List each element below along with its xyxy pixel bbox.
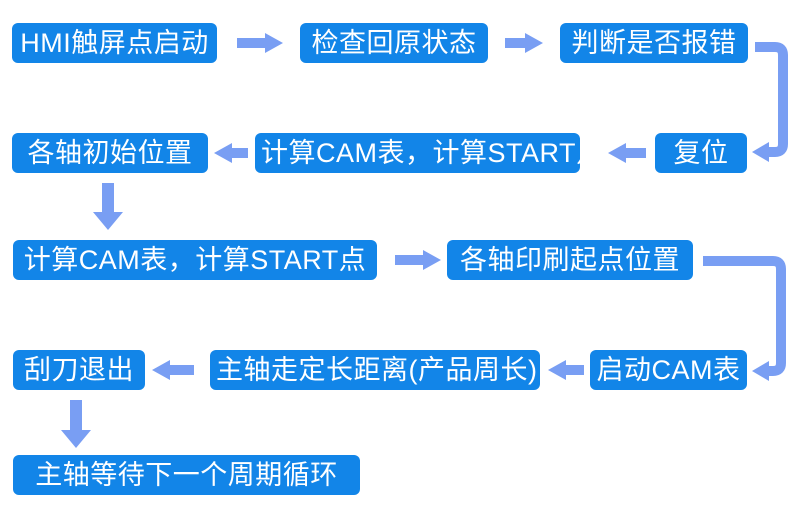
node-start-cam-table: 启动CAM表 bbox=[590, 350, 747, 390]
arrow-left-icon bbox=[608, 143, 646, 163]
node-spindle-fixed-distance: 主轴走定长距离(产品周长) bbox=[210, 350, 540, 390]
node-calc-cam-start-2: 计算CAM表，计算START点 bbox=[13, 240, 377, 280]
node-check-home-status: 检查回原状态 bbox=[300, 23, 488, 63]
arrow-right-icon bbox=[505, 33, 543, 53]
node-hmi-touch-start: HMI触屏点启动 bbox=[12, 23, 217, 63]
node-spindle-wait-next-cycle: 主轴等待下一个周期循环 bbox=[13, 455, 360, 495]
arrow-right-icon bbox=[237, 33, 283, 53]
node-axes-print-start-position: 各轴印刷起点位置 bbox=[447, 240, 693, 280]
node-judge-error: 判断是否报错 bbox=[560, 23, 748, 63]
arrow-left-icon bbox=[214, 143, 248, 163]
arrow-left-icon bbox=[152, 360, 194, 380]
node-axes-initial-position: 各轴初始位置 bbox=[12, 133, 208, 173]
arrow-down-icon bbox=[61, 400, 91, 448]
arrow-left-head-icon bbox=[752, 361, 769, 381]
arrow-right-icon bbox=[395, 250, 441, 270]
arrow-down-icon bbox=[93, 183, 123, 230]
node-scraper-retract: 刮刀退出 bbox=[13, 350, 145, 390]
arrow-left-head-icon bbox=[752, 142, 769, 162]
node-calc-cam-start-1: 计算CAM表，计算START点 bbox=[255, 133, 603, 173]
node-reset: 复位 bbox=[655, 133, 747, 173]
elbow-arrow-line bbox=[755, 42, 788, 157]
arrow-left-icon bbox=[548, 360, 584, 380]
